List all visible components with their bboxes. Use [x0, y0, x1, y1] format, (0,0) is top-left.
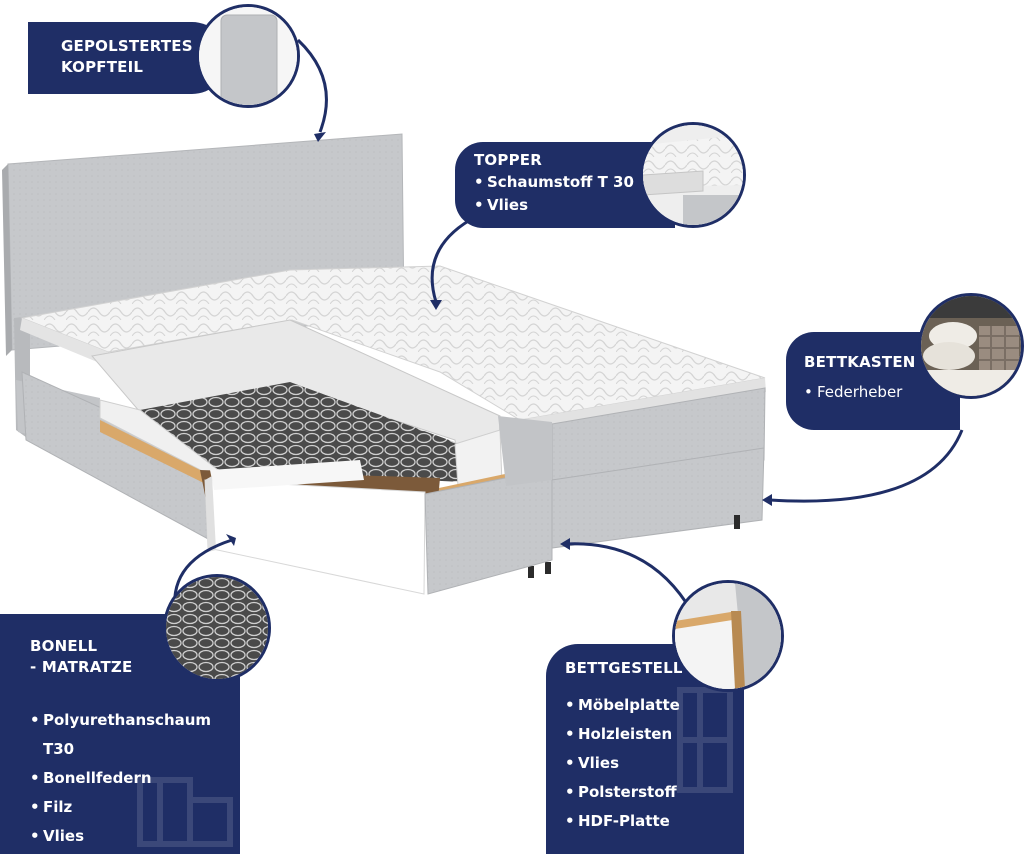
callout-topper: TOPPER Schaumstoff T 30 Vlies — [455, 142, 675, 228]
mattress-watermark-icon — [137, 777, 233, 847]
frame-item: Holzleisten — [565, 720, 744, 749]
frame-detail-photo — [672, 580, 784, 692]
headboard-title-line1: GEPOLSTERTES — [61, 37, 193, 55]
topper-item: Schaumstoff T 30 — [474, 171, 675, 194]
frame-watermark-icon — [677, 687, 733, 793]
topper-title: TOPPER — [474, 151, 542, 169]
mattress-item: Bonellfedern — [30, 764, 240, 793]
mattress-item: Filz — [30, 793, 240, 822]
topper-item: Vlies — [474, 194, 675, 217]
mattress-detail-photo — [163, 574, 271, 682]
callout-headboard: GEPOLSTERTES KOPFTEIL — [28, 22, 228, 94]
frame-item: HDF-Platte — [565, 807, 744, 836]
frame-item: Möbelplatte — [565, 691, 744, 720]
frame-title: BETTGESTELL — [565, 659, 683, 677]
frame-item: Vlies — [565, 749, 744, 778]
mattress-item: Polyurethanschaum T30 — [30, 706, 240, 764]
callout-mattress: BONELL - MATRATZE Polyurethanschaum T30 … — [0, 614, 240, 854]
storage-detail-photo — [918, 293, 1024, 399]
left-base — [14, 316, 211, 541]
callout-frame: BETTGESTELL Möbelplatte Holzleisten Vlie… — [546, 644, 744, 854]
headboard-detail-photo — [196, 4, 300, 108]
storage-item: Federheber — [804, 382, 960, 402]
mattress-title-line1: BONELL — [30, 637, 98, 655]
storage-title: BETTKASTEN — [804, 353, 916, 371]
mattress-title-line2: - MATRATZE — [30, 658, 133, 676]
cutaway-section — [91, 319, 553, 595]
topper-detail-photo — [640, 122, 746, 228]
right-base — [528, 387, 766, 578]
arrow-heads — [226, 132, 772, 550]
frame-item: Polsterstoff — [565, 778, 744, 807]
mattress-item: Vlies — [30, 822, 240, 851]
headboard-title-line2: KOPFTEIL — [61, 58, 144, 76]
